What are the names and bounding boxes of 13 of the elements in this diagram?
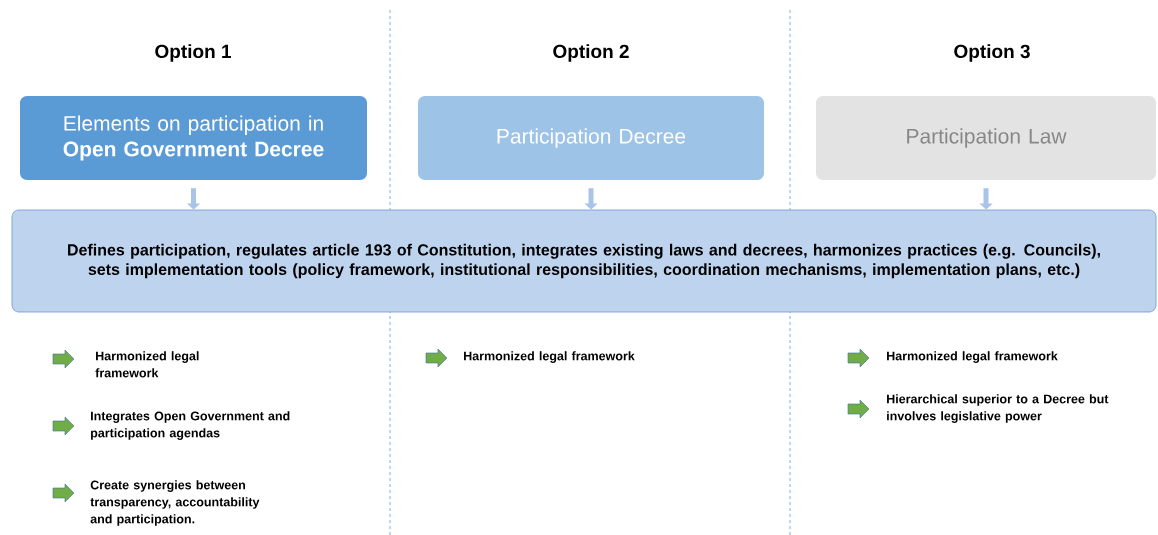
bullet-text: Create synergies between transparency, accountability and participation.	[90, 480, 260, 526]
option-heading: Option 2	[553, 44, 629, 62]
option-box: Participation Decree	[418, 96, 764, 180]
option-box: Participation Law	[816, 96, 1156, 180]
option-heading: Option 3	[954, 44, 1030, 62]
bullet-text: Hierarchical superior to a Decree but involves legislative power	[887, 394, 1109, 423]
bullet-text: Harmonized legal framework	[887, 351, 1058, 363]
option-heading: Option 1	[155, 44, 231, 62]
bullet-text: Integrates Open Government and participation agendas	[91, 411, 290, 440]
option-box: Elements on participation in Open Government Decree	[20, 96, 367, 180]
summary-box: Defines participation, regulates article 193 of Constitution, integrates existing laws and decrees, harmonizes practices (e.g. Councils), sets implementation tools (policy framework, institutional responsibilities, coordination mechanisms, implementation plans, etc.)	[11, 209, 1157, 313]
bullet-text: Harmonized legal framework	[464, 351, 635, 363]
bullet-text: Harmonized legal framework	[95, 351, 199, 378]
